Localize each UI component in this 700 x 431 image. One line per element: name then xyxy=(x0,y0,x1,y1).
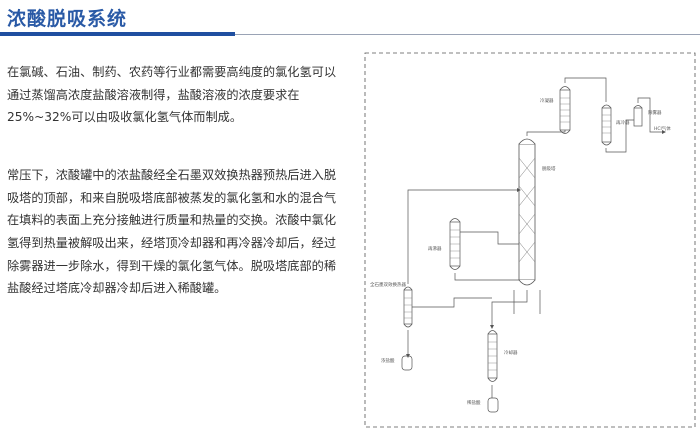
reboiler-label: 再沸器 xyxy=(428,245,442,252)
process-flow-diagram: 脱吸塔 冷凝器 再冷器 除雾器 HCl气体 再沸器 全石墨双效换热器 浓盐酸 xyxy=(364,52,696,428)
heat-exchanger-label: 全石墨双效换热器 xyxy=(370,281,406,288)
recooler xyxy=(601,104,612,146)
demister xyxy=(633,105,643,127)
title-underline-accent xyxy=(0,32,235,36)
process-piping xyxy=(407,77,664,398)
reboiler xyxy=(449,218,461,270)
dilute-acid-label: 稀盐酸 xyxy=(467,399,481,406)
flow-arrows xyxy=(406,130,666,358)
hcl-gas-label: HCl气体 xyxy=(654,125,671,132)
concentrated-acid-label: 浓盐酸 xyxy=(381,357,395,364)
bottom-cooler xyxy=(487,330,498,382)
top-cooler xyxy=(559,86,571,134)
recooler-label: 再冷器 xyxy=(616,119,630,126)
heat-exchanger xyxy=(403,286,413,328)
intro-paragraph: 在氯碱、石油、制药、农药等行业都需要高纯度的氯化氢可以通过蒸馏高浓度盐酸溶液制得… xyxy=(7,65,337,125)
dilute-acid-tank xyxy=(487,397,499,413)
demister-label: 除雾器 xyxy=(648,109,662,116)
concentrated-acid-tank xyxy=(401,355,413,371)
page-title: 浓酸脱吸系统 xyxy=(7,8,128,30)
bottom-cooler-label: 冷却器 xyxy=(504,349,518,356)
stripper-label: 脱吸塔 xyxy=(542,165,556,172)
process-paragraph: 常压下，浓酸罐中的浓盐酸经全石墨双效换热器预热后进入脱吸塔的顶部，和来自脱吸塔底… xyxy=(7,168,337,296)
diagram-frame xyxy=(364,52,696,428)
stripper-column xyxy=(518,138,536,286)
top-cooler-label: 冷凝器 xyxy=(540,97,554,104)
title-underline-rule xyxy=(235,34,700,35)
